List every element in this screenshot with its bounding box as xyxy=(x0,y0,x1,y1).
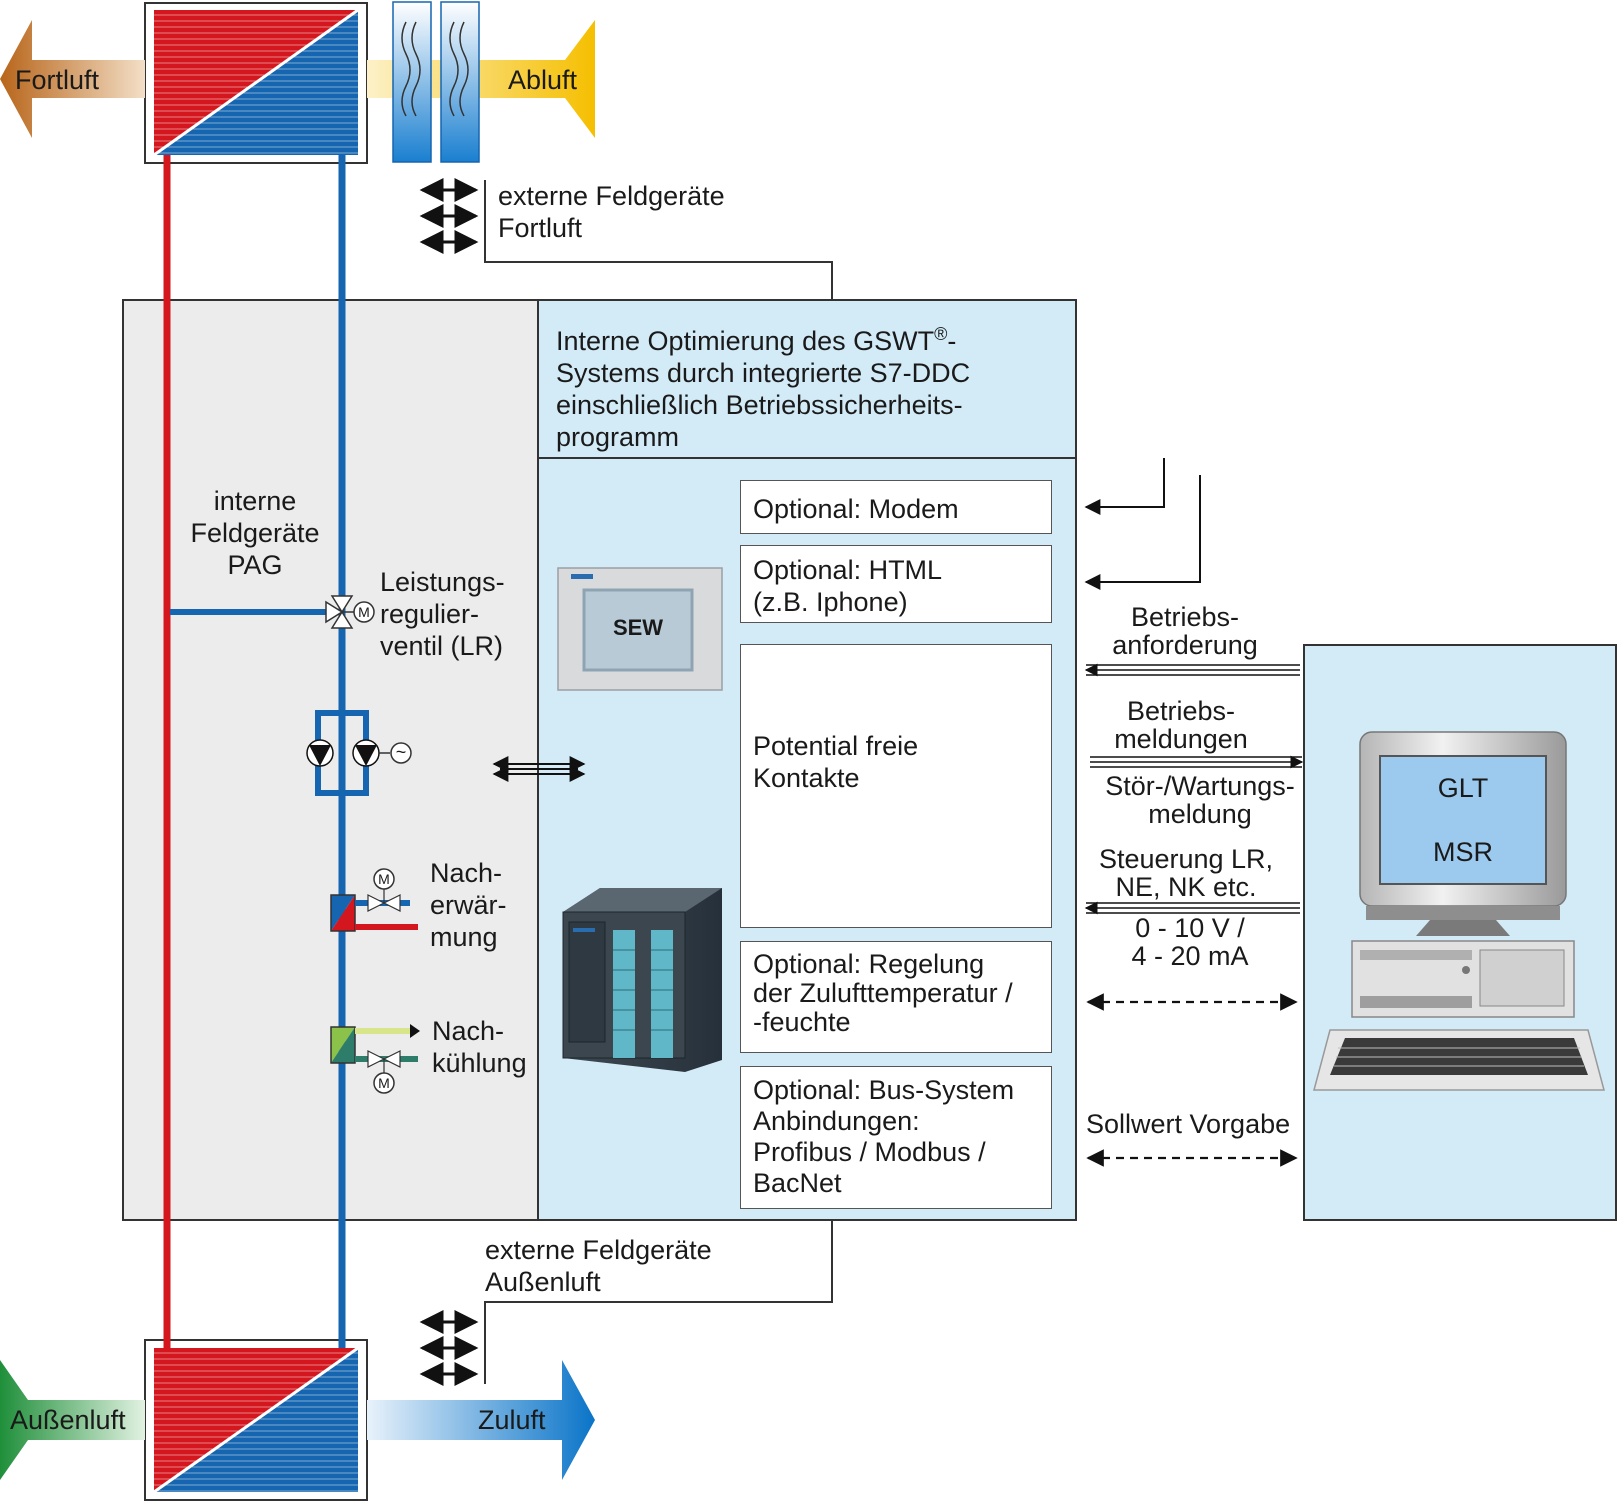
fortluft-arrow xyxy=(0,20,145,138)
abluft-label: Abluft xyxy=(508,65,578,95)
pump-motor-icon xyxy=(390,742,412,764)
ddc-title: Interne Optimierung des GSWT®- Systems d… xyxy=(556,318,970,453)
touch-panel-icon xyxy=(557,567,723,691)
field-line-top xyxy=(484,180,833,300)
ddc-title-rest: - Systems durch integrierte S7-DDC einsc… xyxy=(556,326,971,452)
pump-icon xyxy=(306,739,412,767)
recool-coil-icon xyxy=(330,1024,420,1094)
field-line-bottom xyxy=(484,1220,833,1384)
three-way-valve-icon xyxy=(325,595,375,629)
potential-free-contacts-box: Potential freie Kontakte xyxy=(740,644,1052,928)
option-modem-box: Optional: Modem xyxy=(740,480,1052,534)
signal-request-label: Betriebs- anforderung xyxy=(1112,602,1258,660)
option-bus-box: Optional: Bus-System Anbindungen: Profib… xyxy=(740,1066,1052,1209)
pag-ddc-bus-arrow xyxy=(492,756,586,782)
abluft-arrow xyxy=(367,20,595,138)
touch-panel-label: SEW xyxy=(612,615,664,640)
potential-free-contacts-label: Potential freie Kontakte xyxy=(753,731,919,793)
glt-screen-line1: GLT xyxy=(1437,773,1489,803)
filter-icon xyxy=(392,1,480,163)
computer-icon xyxy=(1313,731,1605,1091)
signal-arrow-messages xyxy=(1090,755,1304,769)
ddc-title-trademark: ® xyxy=(934,324,948,344)
signal-line-modem xyxy=(1084,458,1165,515)
plc-hardware-icon xyxy=(562,888,722,1072)
field-device-arrows-top xyxy=(419,178,479,254)
option-bus-label: Optional: Bus-System Anbindungen: Profib… xyxy=(753,1075,1015,1198)
signal-arrow-control xyxy=(1084,901,1300,915)
zuluft-arrow xyxy=(367,1360,595,1480)
recool-motor-symbol: M xyxy=(378,1075,390,1091)
heat-exchanger-bottom xyxy=(144,1339,368,1501)
recool-label: Nach- kühlung xyxy=(432,1016,527,1078)
option-modem-label: Optional: Modem xyxy=(753,494,959,524)
valve-motor-icon xyxy=(353,601,375,623)
option-regulation-box: Optional: Regelung der Zulufttemperatur … xyxy=(740,941,1052,1053)
zuluft-label: Zuluft xyxy=(478,1405,546,1435)
valve-label: Leistungs- regulier- ventil (LR) xyxy=(380,567,505,661)
field-devices-bottom-label: externe Feldgeräte Außenluft xyxy=(485,1235,712,1297)
signal-analog-label: 0 - 10 V / 4 - 20 mA xyxy=(1131,913,1249,971)
reheat-coil-icon xyxy=(330,868,418,932)
field-devices-top-label: externe Feldgeräte Fortluft xyxy=(498,181,725,243)
field-device-arrows-bottom xyxy=(419,1310,479,1386)
heat-exchanger-top xyxy=(144,2,368,164)
pump-ac-symbol: ~ xyxy=(395,742,407,762)
reheat-motor-icon xyxy=(373,868,395,890)
glt-screen-line2: MSR xyxy=(1433,837,1493,867)
signal-setpoint-label: Sollwert Vorgabe xyxy=(1086,1109,1291,1139)
signal-control-label: Steuerung LR, NE, NK etc. xyxy=(1098,844,1274,902)
aussenluft-arrow xyxy=(0,1360,145,1480)
option-regulation-label: Optional: Regelung der Zulufttemperatur … xyxy=(753,949,1013,1037)
reheat-label: Nach- erwär- mung xyxy=(430,858,507,952)
signal-arrow-request xyxy=(1084,663,1300,677)
valve-motor-symbol: M xyxy=(358,604,370,620)
signal-messages-label: Betriebs- meldungen xyxy=(1114,696,1248,754)
ddc-title-prefix: Interne Optimierung des GSWT xyxy=(556,326,935,356)
signal-line-html xyxy=(1084,475,1201,590)
recool-motor-icon xyxy=(373,1072,395,1094)
internal-field-devices-label: interne Feldgeräte PAG xyxy=(190,486,320,580)
signal-fault-label: Stör-/Wartungs- meldung xyxy=(1105,771,1295,829)
fortluft-label: Fortluft xyxy=(15,65,100,95)
reheat-motor-symbol: M xyxy=(378,871,390,887)
aussenluft-label: Außenluft xyxy=(10,1405,126,1435)
option-html-box: Optional: HTML (z.B. Iphone) xyxy=(740,545,1052,623)
option-html-label: Optional: HTML (z.B. Iphone) xyxy=(753,555,943,617)
